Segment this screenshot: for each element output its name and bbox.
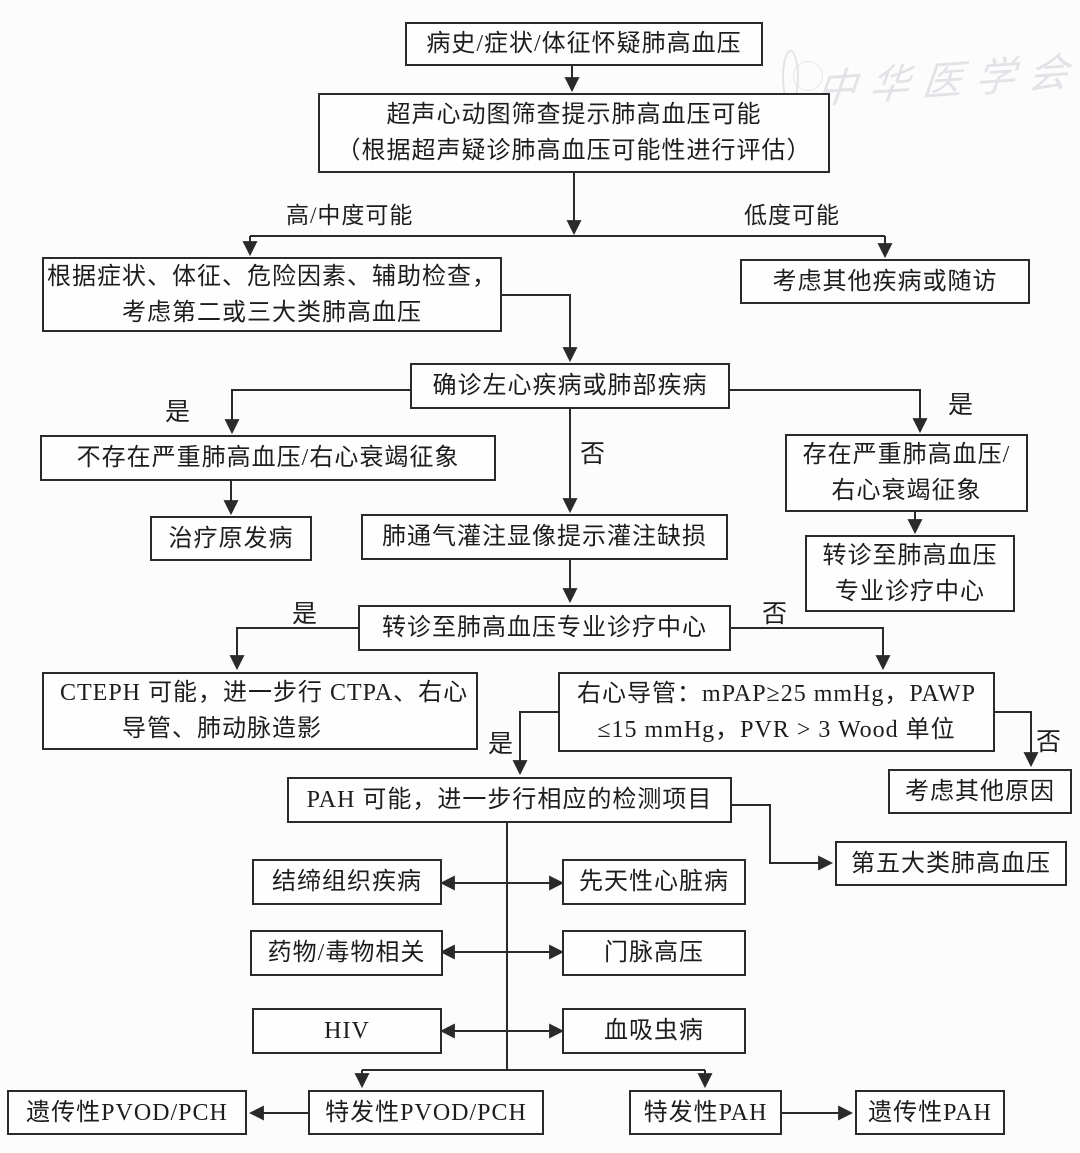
branch-label-high-mid-probability: 高/中度可能 bbox=[286, 203, 414, 228]
node-other-causes-text: 考虑其他原因 bbox=[905, 778, 1055, 805]
node-consider-other-causes: 考虑其他原因 bbox=[888, 769, 1072, 814]
edge-label-no-center: 否 bbox=[580, 441, 607, 468]
node-rhc-line2: ≤15 mmHg，PVR > 3 Wood 单位 bbox=[597, 717, 956, 743]
node-no-severe-text: 不存在严重肺高血压/右心衰竭征象 bbox=[76, 445, 460, 471]
node-treat-primary-text: 治疗原发病 bbox=[168, 525, 294, 552]
node-heritable-pvod-pch: 遗传性PVOD/PCH bbox=[7, 1090, 247, 1135]
edge-label-no-rhc: 否 bbox=[762, 601, 789, 628]
node-hiv-text: HIV bbox=[324, 1018, 370, 1044]
edge-rhc-yes-pah bbox=[512, 711, 558, 776]
node-heritable-pah: 遗传性PAH bbox=[855, 1090, 1005, 1135]
node-vq-scan-defect: 肺通气灌注显像提示灌注缺损 bbox=[361, 514, 728, 560]
node-chd-text: 先天性心脏病 bbox=[579, 869, 729, 895]
node-h-pah-text: 遗传性PAH bbox=[868, 1099, 992, 1126]
node-suspect-ph: 病史/症状/体征怀疑肺高血压 bbox=[405, 22, 763, 66]
node-no-severe-ph-signs: 不存在严重肺高血压/右心衰竭征象 bbox=[40, 435, 496, 481]
node-rhc-line1: 右心导管：mPAP≥25 mmHg，PAWP bbox=[577, 681, 976, 707]
node-group23-line2: 考虑第二或三大类肺高血压 bbox=[122, 299, 422, 326]
edge-label-yes-right: 是 bbox=[948, 392, 975, 419]
node-suspect-ph-text: 病史/症状/体征怀疑肺高血压 bbox=[426, 31, 742, 57]
node-idiopathic-pah: 特发性PAH bbox=[629, 1090, 782, 1135]
node-right-heart-catheter: 右心导管：mPAP≥25 mmHg，PAWP ≤15 mmHg，PVR > 3 … bbox=[558, 672, 995, 752]
node-consider-group-2-3: 根据症状、体征、危险因素、辅助检查， 考虑第二或三大类肺高血压 bbox=[42, 257, 502, 332]
node-idiopathic-pvod-pch: 特发性PVOD/PCH bbox=[308, 1090, 544, 1135]
node-treat-primary-disease: 治疗原发病 bbox=[150, 516, 312, 561]
node-hiv: HIV bbox=[252, 1008, 442, 1054]
node-portal-text: 门脉高压 bbox=[604, 940, 704, 966]
node-severe-line2: 右心衰竭征象 bbox=[831, 478, 982, 504]
edge-confirm-yes-left bbox=[224, 389, 410, 435]
edge-refercenter-yes-cteph bbox=[229, 627, 358, 671]
node-schistosomiasis: 血吸虫病 bbox=[562, 1008, 746, 1054]
node-group23-line1: 根据症状、体征、危险因素、辅助检查， bbox=[47, 263, 497, 290]
edge-label-no-other-causes: 否 bbox=[1036, 729, 1063, 756]
node-drug-toxin-related: 药物/毒物相关 bbox=[250, 930, 443, 976]
edge-refercenter-no-rhc bbox=[731, 627, 891, 671]
node-echo-screening: 超声心动图筛查提示肺高血压可能 （根据超声疑诊肺高血压可能性进行评估） bbox=[318, 93, 830, 173]
node-portal-hypertension: 门脉高压 bbox=[562, 930, 746, 976]
node-drug-text: 药物/毒物相关 bbox=[267, 940, 426, 966]
node-h-pvod-text: 遗传性PVOD/PCH bbox=[26, 1099, 228, 1126]
node-refer-ph-center-right: 转诊至肺高血压 专业诊疗中心 bbox=[805, 535, 1015, 612]
node-other-disease-followup: 考虑其他疾病或随访 bbox=[740, 259, 1030, 304]
node-refer-center-text: 转诊至肺高血压专业诊疗中心 bbox=[382, 615, 707, 641]
edge-confirm-yes-right bbox=[730, 389, 928, 434]
edge-label-yes-pah: 是 bbox=[488, 731, 515, 758]
node-i-pah-text: 特发性PAH bbox=[643, 1099, 768, 1126]
node-congenital-heart-disease: 先天性心脏病 bbox=[562, 859, 746, 905]
node-echo-line2: （根据超声疑诊肺高血压可能性进行评估） bbox=[336, 138, 812, 164]
edge-rhc-no-other bbox=[995, 711, 1039, 768]
node-pah-text: PAH 可能，进一步行相应的检测项目 bbox=[306, 787, 713, 813]
node-pah-possible: PAH 可能，进一步行相应的检测项目 bbox=[287, 777, 732, 823]
node-refer-right-line2: 专业诊疗中心 bbox=[835, 578, 985, 605]
node-echo-line1: 超声心动图筛查提示肺高血压可能 bbox=[386, 102, 762, 128]
node-cteph-line2: 导管、肺动脉造影 bbox=[122, 716, 322, 742]
node-cteph-line1: CTEPH 可能，进一步行 CTPA、右心 bbox=[60, 680, 469, 706]
edge-label-yes-cteph: 是 bbox=[292, 601, 319, 628]
node-vq-text: 肺通气灌注显像提示灌注缺损 bbox=[382, 524, 707, 550]
node-followup-text: 考虑其他疾病或随访 bbox=[772, 268, 998, 295]
node-ctd-text: 结缔组织疾病 bbox=[272, 869, 422, 895]
node-i-pvod-text: 特发性PVOD/PCH bbox=[325, 1099, 527, 1126]
node-confirm-text: 确诊左心疾病或肺部疾病 bbox=[432, 373, 708, 399]
node-refer-ph-center: 转诊至肺高血压专业诊疗中心 bbox=[358, 605, 731, 651]
node-connective-tissue-disease: 结缔组织疾病 bbox=[252, 859, 442, 905]
node-severe-ph-signs: 存在严重肺高血压/ 右心衰竭征象 bbox=[785, 434, 1028, 512]
node-group5-ph: 第五大类肺高血压 bbox=[835, 841, 1067, 886]
node-severe-line1: 存在严重肺高血压/ bbox=[802, 442, 1011, 468]
edge-pah-group5 bbox=[732, 804, 834, 871]
edge-group23-confirm bbox=[502, 294, 578, 363]
node-confirm-left-heart-lung: 确诊左心疾病或肺部疾病 bbox=[410, 363, 730, 409]
branch-label-low-probability: 低度可能 bbox=[744, 203, 840, 228]
node-group5-text: 第五大类肺高血压 bbox=[851, 850, 1051, 877]
node-refer-right-line1: 转诊至肺高血压 bbox=[822, 542, 998, 569]
edge-label-yes-left: 是 bbox=[165, 399, 192, 426]
node-schisto-text: 血吸虫病 bbox=[604, 1018, 704, 1044]
node-cteph-workup: CTEPH 可能，进一步行 CTPA、右心 导管、肺动脉造影 bbox=[42, 672, 478, 750]
